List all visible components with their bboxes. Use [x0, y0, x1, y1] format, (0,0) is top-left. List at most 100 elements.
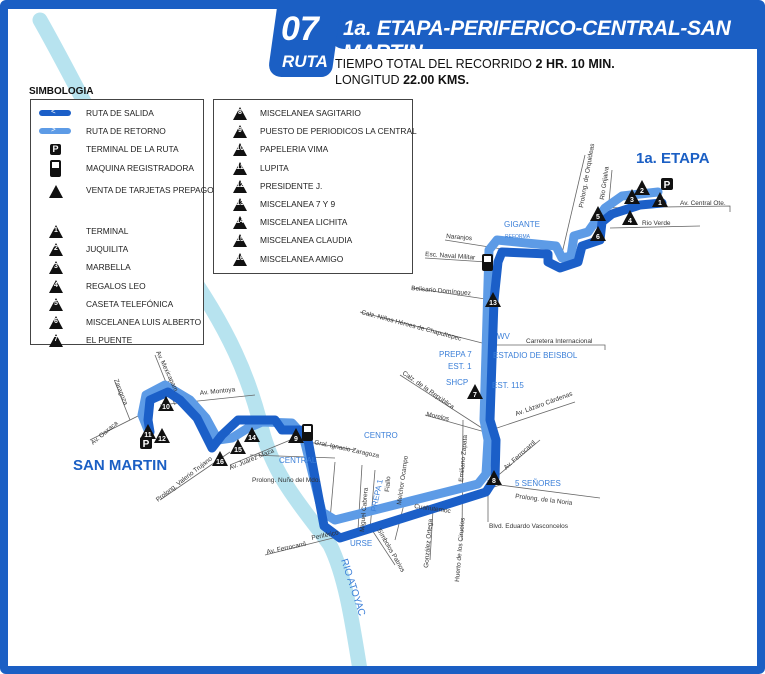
parking-terminal-icon: P [50, 144, 61, 155]
triangle-icon: 7 [49, 334, 63, 348]
marker-number: 2 [640, 188, 644, 195]
map-point-marker: 7 [467, 384, 483, 399]
landmark-shcp: SHCP [446, 378, 468, 387]
triangle-icon: 3 [49, 261, 63, 275]
triangle-icon: 14 [233, 216, 247, 230]
triangle-icon [486, 470, 502, 485]
marker-number: 9 [294, 436, 298, 443]
triangle-icon [154, 428, 170, 443]
total-time-label: TIEMPO TOTAL DEL RECORRIDO [335, 57, 533, 71]
legend-point-label: MISCELANEA CLAUDIA [260, 235, 353, 246]
parking-terminal-icon: P [661, 178, 673, 191]
map-point-marker: 10 [158, 396, 174, 411]
route-title: 1a. ETAPA-PERIFERICO-CENTRAL-SAN MARTIN [343, 17, 731, 64]
point-number: 14 [236, 218, 244, 226]
route-number: 07 [281, 10, 319, 48]
legend-point-label: MARBELLA [86, 262, 131, 273]
marker-number: 16 [216, 459, 224, 466]
marker-number: 15 [234, 447, 242, 454]
street-label: Miguel Cabrera [359, 487, 370, 532]
map-point-marker: 4 [622, 210, 638, 225]
triangle-icon: 10 [233, 143, 247, 157]
landmark-wv: WV [497, 332, 511, 341]
point-number: 9 [238, 127, 242, 135]
triangle-icon: 4 [49, 279, 63, 293]
route-label: RUTA [282, 52, 328, 71]
title-banner [330, 9, 757, 49]
map-point-marker: 2 [634, 180, 650, 195]
total-time: TIEMPO TOTAL DEL RECORRIDO 2 HR. 10 MIN. [335, 57, 615, 71]
landmark-5-senores: 5 SEÑORES [515, 479, 561, 488]
legend-symbol-label: RUTA DE SALIDA [86, 108, 154, 118]
return-route-line [137, 187, 663, 525]
triangle-icon [590, 226, 606, 241]
marker-number: 10 [162, 404, 170, 411]
legend-point-label: MISCELANEA AMIGO [260, 253, 344, 264]
street-label: Emiliano Zapata [458, 434, 469, 482]
legend-point-label: LUPITA [260, 162, 289, 173]
point-number: 11 [236, 163, 244, 171]
legend-symbol-label: RUTA DE RETORNO [86, 126, 166, 136]
street-label: Rio Verde [642, 220, 671, 227]
legend-point-label: CASETA TELEFÓNICA [86, 298, 174, 309]
landmark-est115: EST. 115 [492, 381, 524, 390]
point-number: 1 [54, 227, 58, 234]
length-label: LONGITUD [335, 73, 400, 87]
landmark-prepa7: PREPA 7 [439, 350, 472, 359]
return-route-line: > [39, 125, 71, 134]
marker-number: 11 [144, 432, 152, 439]
street-label: Carretera Internacional [526, 338, 593, 345]
street-label: Prolong. Nuño del Mdo. [252, 477, 320, 484]
street-label: Av. Montoya [199, 386, 235, 397]
triangle-icon: 13 [233, 198, 247, 211]
register-machine-icon [482, 254, 493, 271]
triangle-icon [230, 439, 246, 454]
legend-symbol-label: MAQUINA REGISTRADORA [86, 163, 194, 173]
triangle-icon: 1 [49, 225, 63, 238]
triangle-icon [212, 451, 228, 466]
point-number: 10 [236, 145, 244, 153]
triangle-icon: 11 [233, 161, 247, 175]
point-number: 8 [238, 109, 242, 116]
map-point-marker: 11 [140, 424, 156, 439]
triangle-icon: 9 [233, 125, 247, 139]
map-point-marker: 9 [288, 428, 304, 443]
street-label: Av. Central Ote. [680, 200, 726, 207]
legend-symbol-label: TERMINAL DE LA RUTA [86, 144, 179, 154]
marker-number: 3 [630, 197, 634, 204]
triangle-icon: 5 [49, 297, 63, 311]
triangle-icon [49, 185, 63, 198]
triangle-icon: 2 [49, 243, 63, 257]
point-number: 2 [54, 245, 58, 253]
triangle-icon [634, 180, 650, 195]
point-number: 12 [236, 181, 244, 189]
map-point-marker: 12 [154, 428, 170, 443]
marker-number: 14 [248, 435, 256, 442]
landmark-reforma: REFORMA [505, 234, 531, 240]
parking-terminal-icon: P [140, 437, 152, 450]
triangle-icon: 15 [233, 234, 247, 248]
triangle-icon [140, 424, 156, 439]
map-point-marker: 16 [212, 451, 228, 466]
marker-number: 12 [158, 436, 166, 443]
outbound-route-line: < [39, 107, 71, 116]
parking-glyph: P [143, 439, 150, 450]
point-number: 13 [236, 200, 244, 207]
legend-point-label: TERMINAL [86, 226, 129, 236]
map-point-marker: 15 [230, 439, 246, 454]
triangle-icon: 8 [233, 107, 247, 120]
map-point-marker: 14 [244, 427, 260, 442]
marker-number: 1 [658, 200, 662, 207]
marker-number: 13 [489, 300, 497, 307]
triangle-icon [467, 384, 483, 399]
street-label: Morelos [426, 411, 451, 423]
landmark-centro: CENTRO [364, 431, 398, 440]
marker-number: 5 [596, 214, 600, 221]
map-point-marker: 5 [590, 206, 606, 221]
street-label: Fiallo [384, 476, 392, 492]
triangle-icon: 16 [233, 252, 247, 266]
marker-number: 8 [492, 478, 496, 485]
legend-point-label: MISCELANEA 7 Y 9 [260, 199, 336, 209]
register-machine-icon [302, 424, 313, 441]
